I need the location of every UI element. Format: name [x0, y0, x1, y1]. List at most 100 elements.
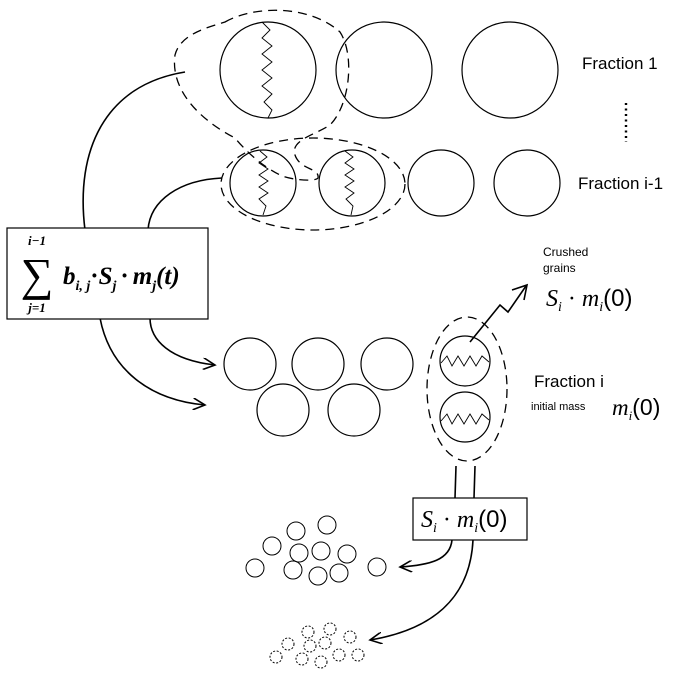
sum-s: S	[99, 263, 113, 290]
fraction-i-dashed-outline	[426, 316, 508, 462]
box-m-sub: i	[474, 521, 478, 536]
fragment	[329, 563, 349, 583]
crack-zigzag	[344, 150, 355, 216]
medium-fragments	[245, 515, 387, 586]
fragment	[311, 541, 331, 561]
arrow-from-fraction-1	[82, 71, 186, 231]
crack-zigzag	[440, 355, 490, 367]
arrow-to-fraction-i-lower	[99, 317, 205, 405]
fragment	[286, 521, 306, 541]
crushed-arrow-head	[511, 283, 529, 301]
fragment	[317, 515, 337, 535]
init-arg: (0)	[632, 394, 660, 420]
formula-frame	[6, 227, 209, 320]
fine-fragment	[314, 655, 328, 669]
arrow-to-fine-fragments	[370, 539, 474, 640]
fraction-i-minus-1-grain	[407, 149, 475, 217]
fraction-1-label: Fraction 1	[582, 54, 658, 73]
crack-zigzag	[258, 150, 269, 216]
sum-dot: ·	[90, 263, 98, 290]
fine-fragment	[295, 652, 309, 666]
crushed-arg: (0)	[603, 285, 632, 312]
fragment	[367, 557, 387, 577]
crack-zigzag	[440, 413, 490, 425]
flow-line-left	[454, 465, 457, 499]
transfer-arrows	[82, 71, 223, 405]
sum-b: b	[63, 263, 76, 290]
box-S-sub: i	[433, 521, 437, 536]
box-dot: ·	[443, 507, 451, 533]
output-flow	[370, 465, 476, 640]
fraction-i-grain	[327, 383, 381, 437]
box-arg: (0)	[478, 506, 507, 533]
fine-fragment	[281, 637, 295, 651]
sum-m-sub: j	[150, 279, 156, 294]
crushed-dot: ·	[568, 286, 576, 312]
fraction-1-dashed-outline	[173, 9, 350, 181]
initial-mass-formula: mi(0)	[612, 394, 660, 423]
crushed-S: S	[546, 286, 558, 312]
fraction-i-grain	[291, 337, 345, 391]
sum-m: m	[133, 263, 152, 290]
crushed-formula: Si·mi(0)	[546, 285, 632, 315]
fraction-1-grain	[461, 21, 559, 119]
fraction-i-label: Fraction i	[534, 372, 604, 391]
box-S: S	[421, 507, 433, 533]
fragment	[283, 560, 303, 580]
fraction-i-minus-1-grain-cracked	[318, 149, 386, 217]
formula-frame	[412, 497, 528, 541]
fraction-i-grain	[256, 383, 310, 437]
crack-zigzag	[261, 21, 273, 119]
crushed-m: m	[582, 286, 599, 312]
fraction-i-grain	[223, 337, 277, 391]
fine-fragment	[323, 622, 337, 636]
fraction-i-minus-1-grain-cracked	[229, 149, 297, 217]
flow-line-right	[473, 465, 476, 499]
sum-arg: (t)	[156, 263, 180, 290]
crushed-label-line1: Crushed	[543, 245, 588, 259]
fraction-i-minus-1-label: Fraction i-1	[578, 174, 663, 193]
fraction-i-minus-1-grain	[493, 149, 561, 217]
arrow-to-medium-fragments	[400, 539, 453, 567]
crushed-label-line2: grains	[543, 261, 576, 275]
crushed-m-sub: i	[599, 300, 603, 315]
fine-fragments	[269, 622, 365, 669]
crushed-S-sub: i	[558, 300, 562, 315]
crushed-arrow	[469, 285, 527, 343]
sum-symbol: ∑	[21, 249, 54, 300]
fragment	[308, 566, 328, 586]
fragment	[337, 544, 357, 564]
fine-fragment	[301, 625, 315, 639]
fraction-1-grain-cracked	[219, 21, 317, 119]
sum-upper-limit: i−1	[28, 233, 46, 248]
fine-fragment	[269, 650, 283, 664]
sum-expression: bi, j·Sj·mj(t)	[63, 263, 180, 294]
fine-fragment	[303, 639, 317, 653]
fragment	[289, 543, 309, 563]
sum-lower-limit: j=1	[26, 300, 46, 315]
fine-fragment	[318, 636, 332, 650]
selection-mass-box: Si·mi(0)	[412, 497, 528, 541]
fragment	[262, 536, 282, 556]
sum-dot: ·	[120, 263, 128, 290]
fraction-i-minus-1-row: Fraction i-1	[220, 137, 663, 231]
fraction-i-grain-cracked	[439, 391, 491, 443]
initial-mass-label: initial mass	[531, 401, 586, 413]
fraction-1-row: Fraction 1	[173, 9, 658, 181]
arrow-to-fraction-i-upper	[149, 317, 215, 365]
box-m: m	[457, 507, 474, 533]
crushed-grains-group: Crushed grains Si·mi(0)	[469, 245, 632, 343]
fine-fragment	[332, 648, 346, 662]
fragment	[245, 558, 265, 578]
init-m: m	[612, 395, 629, 420]
fraction-i-grain-cracked	[439, 335, 491, 387]
init-m-sub: i	[629, 408, 633, 423]
sum-s-sub: j	[111, 279, 117, 294]
fine-fragment	[343, 630, 357, 644]
fraction-i-grain	[360, 337, 414, 391]
fraction-1-grain	[335, 21, 433, 119]
sum-b-sub: i, j	[76, 279, 91, 294]
fine-fragment	[351, 648, 365, 662]
fraction-i-row: Fraction i initial mass mi(0)	[223, 316, 660, 462]
